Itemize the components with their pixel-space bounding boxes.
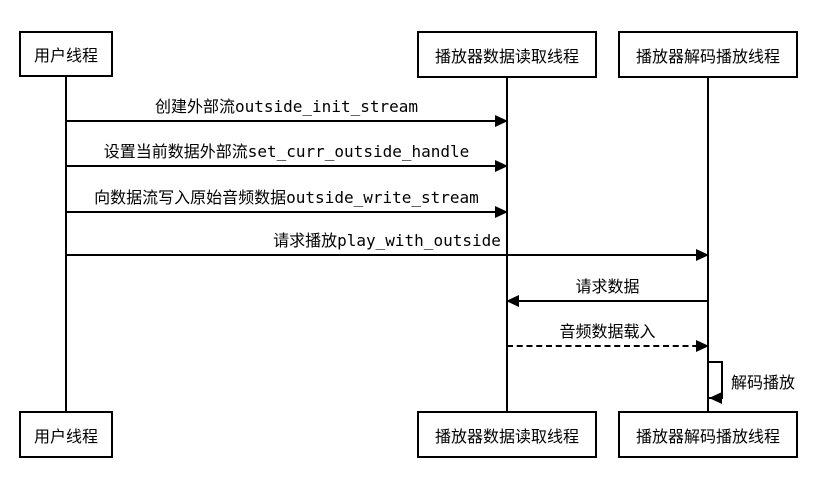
message-label: 设置当前数据外部流set_curr_outside_handle xyxy=(103,141,470,161)
arrowhead-right-icon xyxy=(696,249,709,261)
arrowhead-right-icon xyxy=(696,340,709,352)
lifeline-player-data-read-thread xyxy=(506,78,508,411)
message-line xyxy=(66,165,507,167)
message-label: 请求数据 xyxy=(575,276,640,296)
actor-box-user-thread-bottom: 用户线程 xyxy=(19,411,113,458)
arrowhead-right-icon xyxy=(495,160,508,172)
actor-box-player-data-read-thread-top: 播放器数据读取线程 xyxy=(417,31,597,78)
message-line-dashed xyxy=(507,345,708,347)
message-label-decode-play: 解码播放 xyxy=(731,373,796,392)
actor-box-player-data-read-thread-bottom: 播放器数据读取线程 xyxy=(417,411,597,458)
arrowhead-left-icon xyxy=(506,295,519,307)
message-label: 创建外部流outside_init_stream xyxy=(154,96,419,116)
message-line xyxy=(66,254,708,256)
actor-box-player-decode-play-thread-top: 播放器解码播放线程 xyxy=(618,31,798,78)
arrowhead-left-icon xyxy=(709,392,722,404)
message-line xyxy=(507,300,708,302)
actor-box-player-decode-play-thread-bottom: 播放器解码播放线程 xyxy=(618,411,798,458)
message-label: 音频数据载入 xyxy=(559,321,656,341)
message-line xyxy=(66,211,507,213)
arrowhead-right-icon xyxy=(495,115,508,127)
lifeline-player-decode-play-thread xyxy=(707,78,709,411)
arrowhead-right-icon xyxy=(495,206,508,218)
message-line xyxy=(66,120,507,122)
message-label: 请求播放play_with_outside xyxy=(273,230,501,250)
actor-box-user-thread-top: 用户线程 xyxy=(19,31,113,77)
lifeline-user-thread xyxy=(65,77,67,411)
message-label: 向数据流写入原始音频数据outside_write_stream xyxy=(94,187,479,207)
